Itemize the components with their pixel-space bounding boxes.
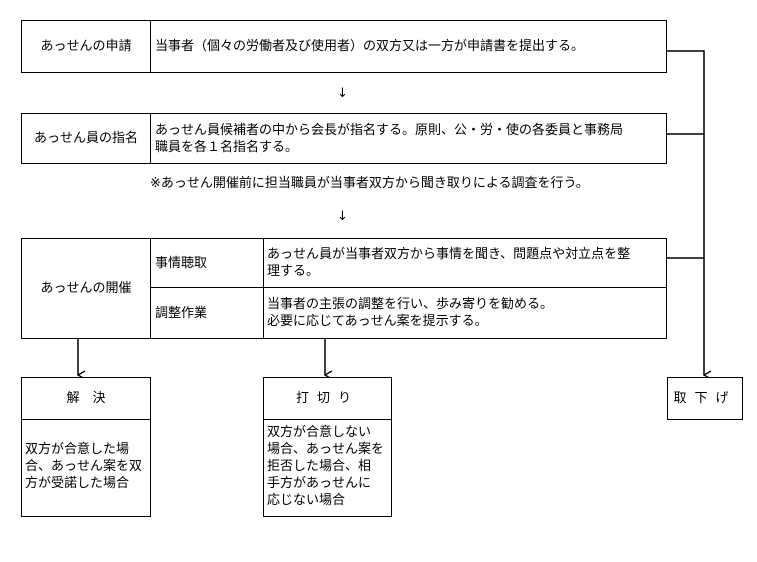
application-description: 当事者（個々の労働者及び使用者）の双方又は一方が申請書を提出する。: [155, 39, 585, 54]
hearing-label: あっせんの開催: [40, 281, 132, 296]
resolved-box: [21, 377, 151, 517]
down-arrow-1: ↓: [337, 86, 348, 101]
resolved-title: 解 決: [66, 391, 106, 406]
withdrawal-connector: [667, 50, 712, 380]
appointment-label: あっせん員の指名: [33, 131, 138, 146]
withdrawn-box: [667, 377, 743, 420]
hearing-row-divider: [150, 287, 667, 288]
appointment-box: [21, 113, 667, 164]
hearing-box: [21, 238, 667, 339]
down-arrow-2: ↓: [337, 209, 348, 224]
hearing-row-2-description: 当事者の主張の調整を行い、歩み寄りを勧める。 必要に応じてあっせん案を提示する。: [267, 297, 554, 329]
resolved-divider: [21, 419, 151, 420]
application-box: [21, 20, 667, 73]
hearing-row-1-description: あっせん員が当事者双方から事情を聞き、問題点や対立点を整 理する。: [267, 247, 631, 279]
pre-hearing-note: ※あっせん開催前に担当職員が当事者双方から聞き取りによる調査を行う。: [150, 176, 589, 191]
terminated-divider: [263, 419, 392, 420]
terminated-title: 打切り: [295, 391, 359, 406]
appointment-divider: [150, 113, 151, 164]
resolved-description: 双方が合意した場 合、あっせん案を双 方が受諾した場合: [25, 442, 143, 491]
appointment-description: あっせん員候補者の中から会長が指名する。原則、公・労・使の各委員と事務局 職員を…: [155, 122, 624, 155]
hearing-divider-1: [150, 238, 151, 339]
hearing-row-1-label: 事情聴取: [155, 255, 208, 271]
hearing-row-2-label: 調整作業: [155, 305, 208, 321]
application-label: あっせんの申請: [40, 39, 132, 54]
application-divider: [150, 20, 151, 73]
terminated-box: [263, 377, 392, 517]
hearing-divider-2: [263, 238, 264, 339]
withdrawn-title: 取下げ: [673, 391, 737, 406]
terminated-description: 双方が合意しない 場合、あっせん案を 拒否した場合、相 手方があっせんに 応じな…: [267, 425, 385, 508]
